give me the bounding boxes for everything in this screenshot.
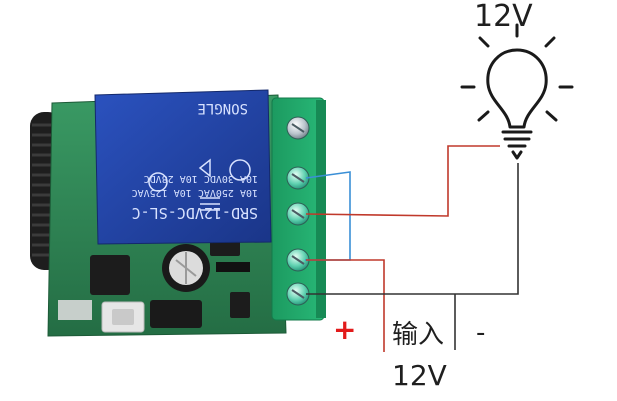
- relay-rating-line-2: 10A 30VDC 10A 28VDC: [144, 173, 258, 184]
- relay-model-text: SRD-12VDC-SL-C: [132, 204, 258, 222]
- light-bulb-icon: [460, 23, 574, 160]
- black-component: [150, 300, 202, 328]
- terminal-screw-slot: [291, 289, 305, 299]
- wire-red-lamp: [305, 145, 500, 217]
- relay-rating-line-1: 10A 250VAC 10A 125VAC: [132, 187, 258, 198]
- input-label: 输入: [392, 320, 445, 350]
- terminal-screws: [286, 116, 310, 306]
- terminal-screw-slot: [291, 123, 305, 133]
- relay: SRD-12VDC-SL-C 10A 250VAC 10A 125VAC 10A…: [94, 89, 272, 245]
- positive-terminal-label: +: [333, 313, 357, 346]
- wire-red-input: [306, 259, 385, 352]
- relay-brand-text: SONGLE: [197, 100, 248, 116]
- terminal-screw-slot: [291, 209, 305, 219]
- ic-chip-right: [210, 240, 240, 256]
- capacitor: [162, 244, 210, 292]
- negative-terminal-label: -: [476, 318, 486, 348]
- wire-black-lamp: [306, 163, 519, 295]
- wires: [305, 145, 519, 352]
- relay-cert-marks: [148, 158, 251, 211]
- terminal-screw-slot: [291, 255, 305, 265]
- input-voltage-label: 12V: [392, 359, 447, 392]
- ic-chip-small: [230, 292, 250, 318]
- ic-chip: [90, 255, 130, 295]
- terminal-screw-slot: [291, 173, 305, 183]
- lamp-voltage-label: 12V: [474, 0, 533, 34]
